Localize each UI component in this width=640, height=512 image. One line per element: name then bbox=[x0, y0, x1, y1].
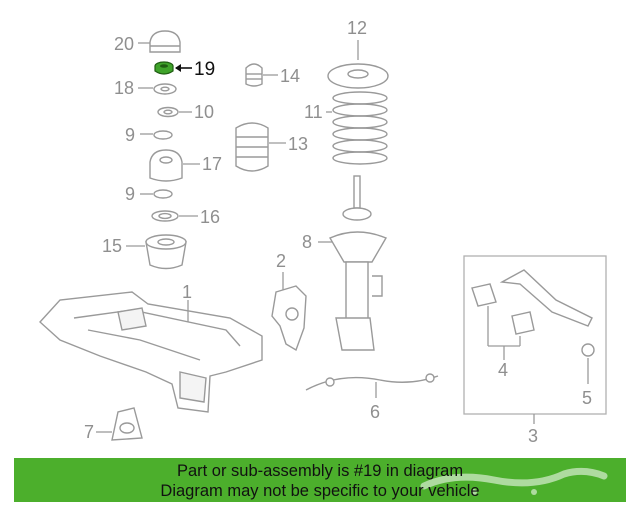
part-14: 14 bbox=[245, 63, 300, 87]
part-6: 6 bbox=[305, 373, 439, 422]
watermark-logo bbox=[420, 467, 608, 495]
banner-line-2: Diagram may not be specific to your vehi… bbox=[160, 482, 480, 500]
label-13: 13 bbox=[288, 134, 308, 154]
part-19: 19 bbox=[154, 59, 215, 80]
label-4: 4 bbox=[498, 360, 508, 380]
part-18: 18 bbox=[114, 78, 177, 98]
info-banner: Part or sub-assembly is #19 in diagram D… bbox=[14, 458, 626, 502]
label-19: 19 bbox=[194, 59, 215, 80]
part-10: 10 bbox=[157, 102, 214, 122]
label-20: 20 bbox=[114, 34, 134, 54]
part-13: 13 bbox=[235, 122, 308, 172]
label-10: 10 bbox=[194, 102, 214, 122]
part-16: 16 bbox=[151, 207, 220, 227]
label-18: 18 bbox=[114, 78, 134, 98]
label-2: 2 bbox=[276, 251, 286, 271]
label-7: 7 bbox=[84, 422, 94, 442]
part-3-box: 4 5 3 bbox=[463, 255, 607, 446]
part-20: 20 bbox=[114, 30, 181, 54]
part-8: 8 bbox=[302, 175, 388, 351]
label-8: 8 bbox=[302, 232, 312, 252]
label-5: 5 bbox=[582, 388, 592, 408]
label-9a: 9 bbox=[125, 125, 135, 145]
part-7: 7 bbox=[84, 407, 143, 442]
label-11: 11 bbox=[304, 102, 323, 122]
label-14: 14 bbox=[280, 66, 300, 86]
label-3: 3 bbox=[528, 426, 538, 446]
part-15: 15 bbox=[102, 234, 187, 270]
label-6: 6 bbox=[370, 402, 380, 422]
part-12: 12 bbox=[327, 18, 389, 89]
part-2: 2 bbox=[271, 251, 307, 352]
part-17: 17 bbox=[149, 149, 222, 182]
label-1: 1 bbox=[182, 282, 192, 302]
label-15: 15 bbox=[102, 236, 122, 256]
label-9b: 9 bbox=[125, 184, 135, 204]
part-9-upper: 9 bbox=[125, 125, 173, 145]
banner-line-1: Part or sub-assembly is #19 in diagram bbox=[176, 462, 464, 480]
label-17: 17 bbox=[202, 154, 222, 174]
label-12: 12 bbox=[347, 18, 367, 38]
part-9-lower: 9 bbox=[125, 184, 173, 204]
part-11: 11 bbox=[304, 91, 388, 165]
part-1: 1 bbox=[39, 282, 263, 413]
label-16: 16 bbox=[200, 207, 220, 227]
